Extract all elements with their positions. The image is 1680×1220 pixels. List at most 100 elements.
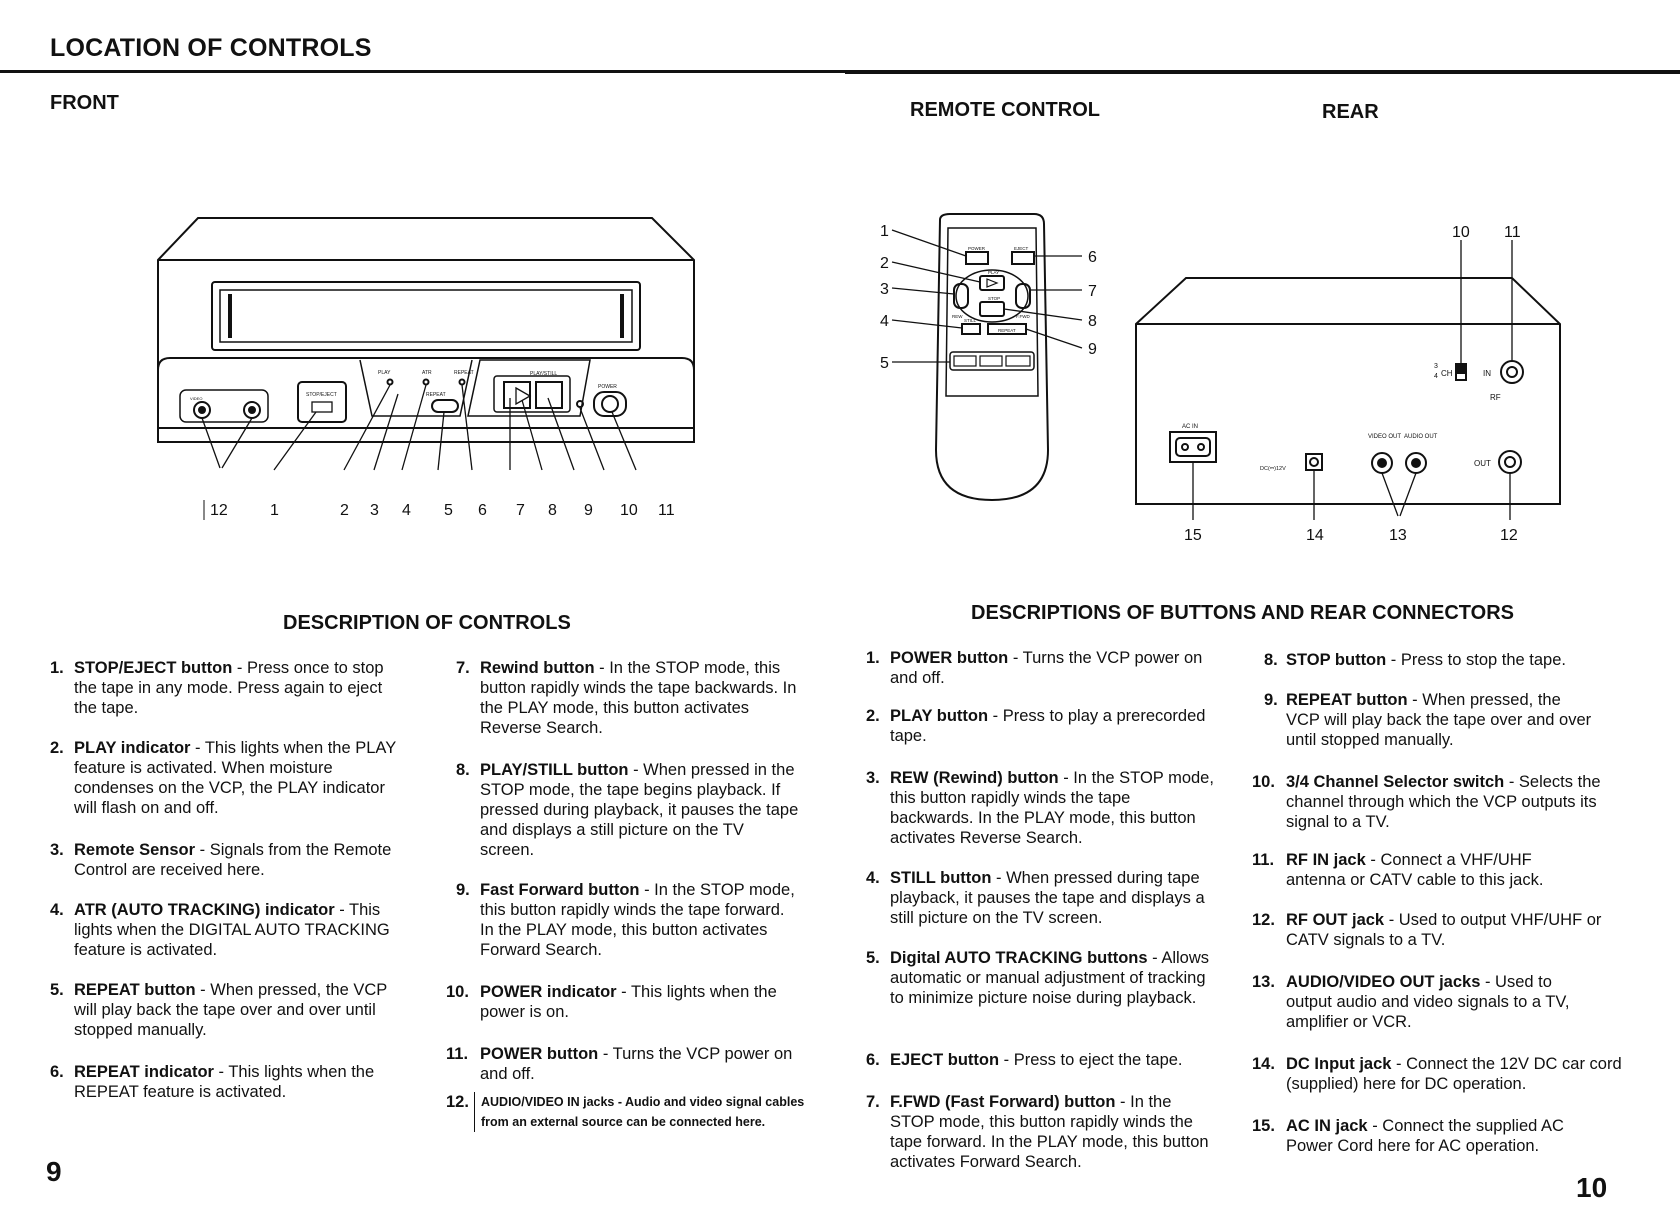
rear-vcp-outline: [1135, 277, 1561, 505]
remote-tracking-buttons[interactable]: [949, 351, 1035, 371]
rf-in-label: IN: [1483, 369, 1491, 378]
remote-callout-1: 1: [880, 223, 889, 240]
rewind-button[interactable]: [503, 381, 531, 409]
remote-control-diagram: POWER EJECT PLAY STOP REW F.FWD STILL RE…: [880, 213, 1097, 502]
power-indicator-light: [576, 400, 584, 408]
remote-rew-button[interactable]: [953, 283, 969, 309]
ffwd-button[interactable]: [535, 381, 563, 409]
rear-callout-14: 14: [1306, 527, 1324, 544]
remote-callout-5: 5: [880, 355, 889, 372]
rear-vcp-diagram: AC IN DC(⎓)12V VIDEO OUT AUDIO OUT 3 4 C…: [1135, 226, 1561, 544]
rear-callout-10: 10: [1452, 226, 1470, 241]
control-item-10: 10.POWER indicator - This lights when th…: [446, 983, 777, 1021]
button-item-4: 4.STILL button - When pressed during tap…: [866, 869, 1205, 927]
remote-power-label: POWER: [968, 246, 986, 251]
button-item-15: 15.AC IN jack - Connect the supplied AC …: [1252, 1117, 1564, 1155]
control-item-2: 2.PLAY indicator - This lights when the …: [50, 739, 396, 817]
dc-label: DC(⎓)12V: [1260, 466, 1286, 472]
front-callout-9: 9: [584, 502, 593, 519]
repeat-indicator-light: [458, 378, 466, 386]
front-callout-8: 8: [548, 502, 557, 519]
button-item-12: 12.RF OUT jack - Used to output VHF/UHF …: [1252, 911, 1602, 949]
front-callout-5: 5: [444, 502, 453, 519]
atr-indicator-label: ATR: [422, 370, 432, 376]
rf-out-jack[interactable]: [1498, 450, 1522, 474]
ac-in-label: AC IN: [1182, 424, 1198, 430]
section-remote-control: REMOTE CONTROL: [910, 99, 1100, 121]
control-item-5: 5.REPEAT button - When pressed, the VCP …: [50, 981, 387, 1039]
control-item-7: 7.Rewind button - In the STOP mode, this…: [456, 659, 797, 737]
stop-eject-button[interactable]: [297, 381, 347, 423]
front-callout-12: 12: [210, 502, 228, 519]
control-item-1: 1.STOP/EJECT button - Press once to stop…: [50, 659, 384, 717]
front-callout-3: 3: [370, 502, 379, 519]
control-item-12: 12.AUDIO/VIDEO IN jacks - Audio and vide…: [446, 1092, 806, 1132]
play-indicator-label: PLAY: [378, 370, 391, 376]
control-item-6: 6.REPEAT indicator - This lights when th…: [50, 1063, 375, 1101]
remote-callout-7: 7: [1088, 283, 1097, 300]
control-item-8: 8.PLAY/STILL button - When pressed in th…: [456, 761, 799, 859]
front-callout-2: 2: [340, 502, 349, 519]
play-still-button[interactable]: [515, 386, 532, 406]
remote-stop-button[interactable]: [979, 301, 1005, 317]
video-out-label: VIDEO OUT: [1368, 434, 1401, 440]
remote-eject-label: EJECT: [1014, 246, 1029, 251]
remote-stop-label: STOP: [988, 296, 1000, 301]
page-title: LOCATION OF CONTROLS: [50, 34, 372, 62]
remote-outline: [934, 213, 1050, 502]
control-item-9: 9.Fast Forward button - In the STOP mode…: [456, 881, 795, 959]
button-item-5: 5.Digital AUTO TRACKING buttons - Allows…: [866, 949, 1210, 1007]
atr-indicator-light: [422, 378, 430, 386]
rear-leader-lines: [1192, 240, 1513, 520]
description-of-controls-heading: DESCRIPTION OF CONTROLS: [283, 612, 571, 634]
remote-ffwd-button[interactable]: [1015, 283, 1031, 309]
button-item-13: 13.AUDIO/VIDEO OUT jacks - Used to outpu…: [1252, 973, 1570, 1031]
power-label: POWER: [598, 384, 617, 390]
rf-label: RF: [1490, 393, 1501, 402]
repeat-button-label: REPEAT: [426, 392, 446, 398]
remote-callout-2: 2: [880, 255, 889, 272]
button-item-2: 2.PLAY button - Press to play a prerecor…: [866, 707, 1206, 745]
remote-still-button[interactable]: [961, 323, 981, 335]
button-item-1: 1.POWER button - Turns the VCP power on …: [866, 649, 1203, 687]
rear-callout-15: 15: [1184, 527, 1202, 544]
control-item-11: 11.POWER button - Turns the VCP power on…: [446, 1045, 793, 1083]
rf-in-jack[interactable]: [1500, 360, 1524, 384]
power-button[interactable]: [593, 391, 627, 417]
control-item-4: 4.ATR (AUTO TRACKING) indicator - This l…: [50, 901, 390, 959]
dc-input-jack[interactable]: [1305, 453, 1323, 471]
rear-callout-11: 11: [1504, 226, 1521, 241]
control-item-3: 3.Remote Sensor - Signals from the Remot…: [50, 841, 392, 879]
repeat-button[interactable]: [431, 399, 459, 413]
remote-ffwd-label: F.FWD: [1016, 314, 1030, 319]
front-callout-1: 1: [270, 502, 279, 519]
button-item-11: 11.RF IN jack - Connect a VHF/UHF antenn…: [1252, 851, 1544, 889]
remote-eject-button[interactable]: [1011, 251, 1035, 265]
rf-out-label: OUT: [1474, 459, 1491, 468]
button-item-14: 14.DC Input jack - Connect the 12V DC ca…: [1252, 1055, 1622, 1093]
repeat-indicator-label: REPEAT: [454, 370, 474, 376]
button-item-6: 6.EJECT button - Press to eject the tape…: [866, 1051, 1183, 1069]
button-item-9: 9.REPEAT button - When pressed, the VCP …: [1264, 691, 1592, 749]
section-rear: REAR: [1322, 101, 1379, 123]
page-number-right: 10: [1576, 1172, 1608, 1203]
front-leader-lines: [201, 384, 637, 471]
remote-rew-label: REW: [952, 314, 963, 319]
remote-callout-4: 4: [880, 313, 889, 330]
audio-out-label: AUDIO OUT: [1404, 434, 1438, 440]
front-callout-7: 7: [516, 502, 525, 519]
front-callout-6: 6: [478, 502, 487, 519]
rear-callout-13: 13: [1389, 527, 1407, 544]
button-item-8: 8.STOP button - Press to stop the tape.: [1264, 651, 1566, 669]
section-front: FRONT: [50, 92, 119, 114]
remote-leader-lines: [891, 229, 1083, 363]
descriptions-of-buttons-heading: DESCRIPTIONS OF BUTTONS AND REAR CONNECT…: [971, 602, 1514, 624]
remote-callout-8: 8: [1088, 313, 1097, 330]
ch-4-label: 4: [1434, 373, 1438, 380]
remote-power-button[interactable]: [965, 251, 989, 265]
ch-3-label: 3: [1434, 363, 1438, 370]
front-vcp-diagram: VIDEO STOP/EJECT PLAY ATR REPEAT REPEAT …: [157, 217, 695, 520]
ch-label: CH: [1441, 369, 1453, 378]
button-item-10: 10.3/4 Channel Selector switch - Selects…: [1252, 773, 1601, 831]
remote-play-button[interactable]: [979, 275, 1005, 291]
